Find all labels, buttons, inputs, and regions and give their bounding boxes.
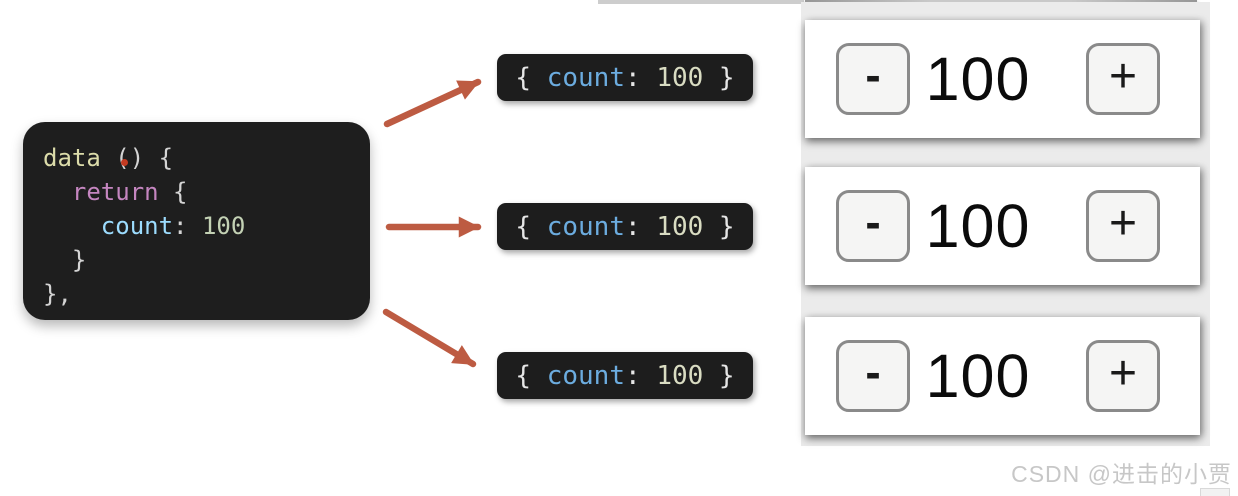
counter-card-1: - 100 + [805,20,1200,138]
code-token-closing-brace: } [43,246,87,274]
code-block: data () { return { count: 100 } }, [23,122,370,320]
decrement-button[interactable]: - [836,43,910,115]
badge-value: 100 [656,62,704,93]
badge-open-brace: { [515,211,547,242]
code-line-5: }, [43,277,352,311]
code-token-number: 100 [201,212,246,240]
badge-open-brace: { [515,360,547,391]
counter-value: 100 [925,45,1031,113]
csdn-watermark: CSDN @进击的小贾 [1011,461,1232,487]
error-dot [121,159,128,166]
badge-close-brace: } [703,211,735,242]
increment-button[interactable]: + [1086,190,1160,262]
code-indent [43,178,72,206]
badge-close-brace: } [703,360,735,391]
code-token-property-count: count [100,212,174,240]
code-token-punctuation: { [158,178,188,206]
badge-value: 100 [656,360,704,391]
badge-colon: : [625,211,657,242]
code-token-return-keyword: return [71,178,159,206]
arrow-to-badge-1 [383,78,482,128]
cropped-corner-artifact [1200,488,1230,496]
badge-property-count: count [546,211,625,242]
badge-close-brace: } [703,62,735,93]
counter-card-2: - 100 + [805,167,1200,285]
state-badge-2: { count: 100 } [497,203,753,250]
badge-open-brace: { [515,62,547,93]
top-edge-strip [598,0,804,4]
increment-button[interactable]: + [1086,43,1160,115]
badge-value: 100 [656,211,704,242]
code-line-1: data () { [43,141,352,175]
code-line-4: } [43,243,352,277]
badge-property-count: count [546,62,625,93]
decrement-button[interactable]: - [836,190,910,262]
increment-button[interactable]: + [1086,340,1160,412]
counter-card-3: - 100 + [805,317,1200,435]
code-token-function-name: data [43,144,101,172]
code-token-colon: : [173,212,202,240]
code-line-2: return { [43,175,352,209]
counter-value: 100 [925,192,1031,260]
badge-colon: : [625,360,657,391]
badge-colon: : [625,62,657,93]
state-badge-1: { count: 100 } [497,54,753,101]
badge-property-count: count [546,360,625,391]
code-indent [43,212,101,240]
code-token-punctuation: () { [100,144,174,172]
code-line-3: count: 100 [43,209,352,243]
arrow-to-badge-3 [382,308,477,368]
code-token-closing-brace-comma: }, [43,280,72,308]
decrement-button[interactable]: - [836,340,910,412]
counter-value: 100 [925,342,1031,410]
state-badge-3: { count: 100 } [497,352,753,399]
